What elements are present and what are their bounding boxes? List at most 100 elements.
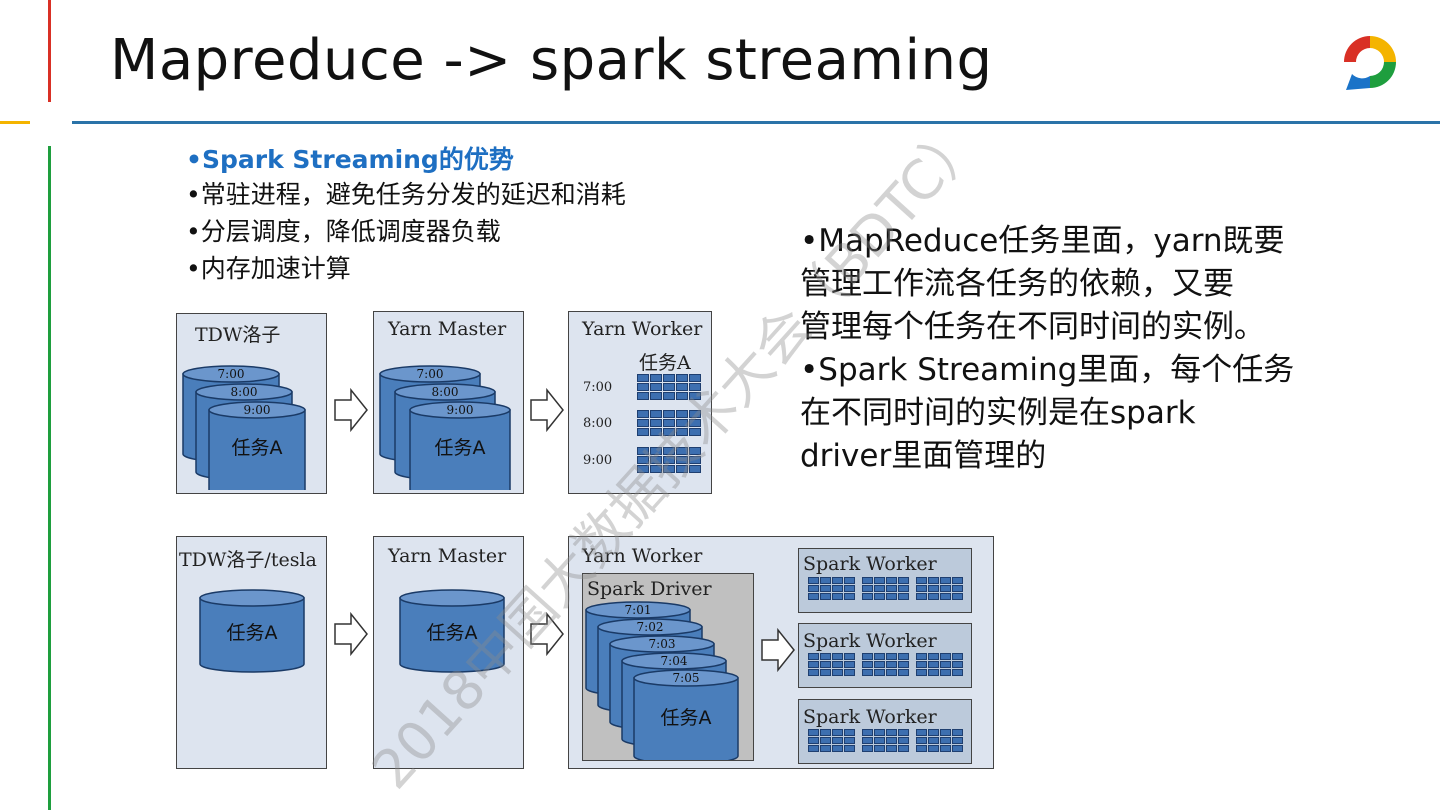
spark-worker-label: Spark Worker bbox=[803, 706, 937, 728]
grid-cell bbox=[862, 669, 873, 676]
grid-cell bbox=[952, 729, 963, 736]
worker-time-2: 8:00 bbox=[583, 416, 613, 431]
grid-cell bbox=[676, 428, 688, 436]
grid-cell bbox=[916, 653, 927, 660]
grid-cell bbox=[886, 585, 897, 592]
grid-cell bbox=[808, 653, 819, 660]
accent-bar-green bbox=[48, 146, 51, 810]
grid-cell bbox=[886, 577, 897, 584]
right-text-line-6: driver里面管理的 bbox=[800, 438, 1047, 474]
grid-cell bbox=[916, 577, 927, 584]
cylinder-top bbox=[379, 365, 481, 383]
grid-cell bbox=[862, 745, 873, 752]
grid-cell bbox=[832, 593, 843, 600]
arrow-right-icon bbox=[334, 388, 368, 432]
cylinder-top bbox=[585, 601, 691, 619]
grid-cell bbox=[689, 392, 701, 400]
grid-cell bbox=[928, 669, 939, 676]
grid-cell bbox=[940, 585, 951, 592]
grid-cell bbox=[844, 653, 855, 660]
arrow-right-icon bbox=[530, 388, 564, 432]
grid-cell bbox=[663, 392, 675, 400]
grid-cell bbox=[689, 456, 701, 464]
right-text-line-2: 管理工作流各任务的依赖，又要 bbox=[800, 266, 1234, 302]
grid-cell bbox=[676, 465, 688, 473]
grid-cell bbox=[820, 577, 831, 584]
advantages-heading: •Spark Streaming的优势 bbox=[186, 145, 514, 174]
grid-cell bbox=[689, 374, 701, 382]
cylinder-top bbox=[199, 589, 305, 607]
grid-cell bbox=[898, 729, 909, 736]
grid-cell bbox=[676, 447, 688, 455]
grid-cell bbox=[820, 729, 831, 736]
grid-cell bbox=[916, 745, 927, 752]
grid-cell bbox=[886, 593, 897, 600]
cylinder-top bbox=[399, 589, 505, 607]
grid-cell bbox=[928, 653, 939, 660]
time-label: 7:00 bbox=[218, 367, 245, 381]
task-cylinder bbox=[208, 409, 306, 490]
grid-cell bbox=[650, 428, 662, 436]
grid-cell bbox=[952, 661, 963, 668]
task-cylinder bbox=[633, 677, 739, 760]
grid-cell bbox=[862, 577, 873, 584]
time-label: 9:00 bbox=[447, 403, 474, 417]
grid-cell bbox=[898, 745, 909, 752]
grid-cell bbox=[844, 745, 855, 752]
grid-cell bbox=[886, 729, 897, 736]
grid-cell bbox=[637, 428, 649, 436]
grid-cell bbox=[663, 374, 675, 382]
grid-cell bbox=[952, 577, 963, 584]
grid-cell bbox=[952, 593, 963, 600]
worker-time-1: 7:00 bbox=[583, 380, 613, 395]
grid-cell bbox=[898, 669, 909, 676]
bottom-task-cylinder-2: 任务A bbox=[399, 589, 505, 673]
grid-cell bbox=[928, 577, 939, 584]
bottom-tdw-label: TDW洛子/tesla bbox=[179, 549, 317, 571]
grid-cell bbox=[928, 661, 939, 668]
arrow-right-icon bbox=[761, 628, 795, 672]
grid-cell bbox=[663, 383, 675, 391]
grid-cell bbox=[874, 745, 885, 752]
grid-cell bbox=[676, 374, 688, 382]
grid-cell bbox=[808, 737, 819, 744]
grid-cell bbox=[952, 585, 963, 592]
grid-cell bbox=[663, 465, 675, 473]
top-yarn-master-label: Yarn Master bbox=[388, 318, 507, 340]
grid-cell bbox=[820, 585, 831, 592]
grid-cell bbox=[940, 577, 951, 584]
time-label: 7:05 bbox=[673, 671, 700, 685]
task-cylinder bbox=[399, 597, 505, 673]
grid-cell bbox=[874, 577, 885, 584]
grid-cell bbox=[862, 653, 873, 660]
grid-cell bbox=[808, 585, 819, 592]
task-cylinder bbox=[409, 409, 511, 490]
grid-cell bbox=[820, 737, 831, 744]
bottom-task-cylinder-1: 任务A bbox=[199, 589, 305, 673]
grid-cell bbox=[886, 653, 897, 660]
grid-cell bbox=[676, 410, 688, 418]
grid-cell bbox=[928, 585, 939, 592]
grid-cell bbox=[952, 653, 963, 660]
grid-cell bbox=[916, 729, 927, 736]
grid-cell bbox=[862, 737, 873, 744]
grid-cell bbox=[916, 585, 927, 592]
grid-cell bbox=[862, 593, 873, 600]
grid-cell bbox=[898, 593, 909, 600]
task-label: 任务A bbox=[232, 437, 283, 459]
grid-cell bbox=[637, 374, 649, 382]
grid-cell bbox=[874, 737, 885, 744]
time-label: 8:00 bbox=[231, 385, 258, 399]
time-label: 7:03 bbox=[649, 637, 676, 651]
grid-cell bbox=[952, 737, 963, 744]
grid-cell bbox=[820, 745, 831, 752]
cylinder-top bbox=[208, 401, 306, 419]
grid-cell bbox=[808, 661, 819, 668]
grid-cell bbox=[637, 419, 649, 427]
grid-cell bbox=[663, 410, 675, 418]
grid-cell bbox=[916, 593, 927, 600]
grid-cell bbox=[940, 653, 951, 660]
cylinder-top bbox=[597, 618, 703, 636]
task-cylinder bbox=[199, 597, 305, 673]
